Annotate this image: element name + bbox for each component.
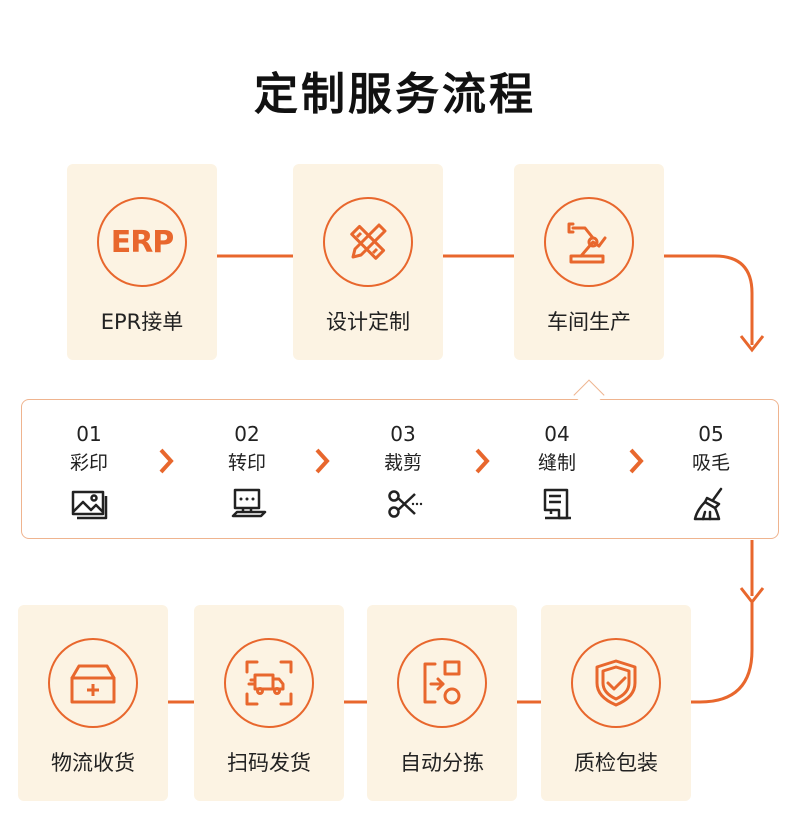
card-label: 质检包装 bbox=[574, 751, 658, 775]
scissors-icon bbox=[383, 486, 423, 522]
shield-check-icon bbox=[571, 638, 661, 728]
card-label: 扫码发货 bbox=[227, 751, 311, 775]
card-workshop: 车间生产 bbox=[514, 164, 664, 360]
step-name: 缝制 bbox=[537, 452, 576, 474]
step-01: 01 彩印 bbox=[44, 420, 134, 522]
step-number: 02 bbox=[234, 422, 260, 446]
step-04: 04 缝制 bbox=[512, 420, 602, 522]
step-number: 03 bbox=[390, 422, 416, 446]
erp-icon: ERP bbox=[97, 197, 187, 287]
sorting-icon bbox=[397, 638, 487, 728]
step-02: 02 转印 bbox=[202, 420, 292, 522]
brush-icon bbox=[691, 486, 731, 522]
process-steps-panel: 01 彩印 02 转印 bbox=[21, 399, 779, 539]
step-number: 01 bbox=[76, 422, 102, 446]
robot-arm-icon bbox=[544, 197, 634, 287]
card-design: 设计定制 bbox=[293, 164, 443, 360]
card-label: 车间生产 bbox=[547, 310, 631, 334]
chevron-right-icon bbox=[475, 448, 490, 474]
page-title: 定制服务流程 bbox=[254, 69, 536, 120]
card-label: 设计定制 bbox=[326, 310, 410, 334]
card-auto-sorting: 自动分拣 bbox=[367, 605, 517, 801]
step-number: 04 bbox=[544, 422, 570, 446]
step-number: 05 bbox=[698, 422, 724, 446]
step-03: 03 裁剪 bbox=[358, 420, 448, 522]
card-erp-order: ERP EPR接单 bbox=[67, 164, 217, 360]
card-scan-ship: 扫码发货 bbox=[194, 605, 344, 801]
step-name: 裁剪 bbox=[383, 452, 422, 474]
card-qc-packing: 质检包装 bbox=[541, 605, 691, 801]
pencil-ruler-icon bbox=[323, 197, 413, 287]
step-name: 彩印 bbox=[69, 452, 108, 474]
card-label: 自动分拣 bbox=[400, 751, 484, 775]
sewing-machine-icon bbox=[537, 486, 577, 522]
card-logistics-receipt: 物流收货 bbox=[18, 605, 168, 801]
step-name: 吸毛 bbox=[691, 452, 730, 474]
chevron-right-icon bbox=[159, 448, 174, 474]
card-label: EPR接单 bbox=[100, 310, 184, 334]
chevron-right-icon bbox=[315, 448, 330, 474]
step-name: 转印 bbox=[227, 452, 266, 474]
card-label: 物流收货 bbox=[51, 751, 135, 775]
scan-truck-icon bbox=[224, 638, 314, 728]
chevron-right-icon bbox=[629, 448, 644, 474]
box-icon bbox=[48, 638, 138, 728]
step-05: 05 吸毛 bbox=[666, 420, 756, 522]
transfer-print-icon bbox=[227, 486, 267, 522]
image-icon bbox=[69, 486, 109, 522]
